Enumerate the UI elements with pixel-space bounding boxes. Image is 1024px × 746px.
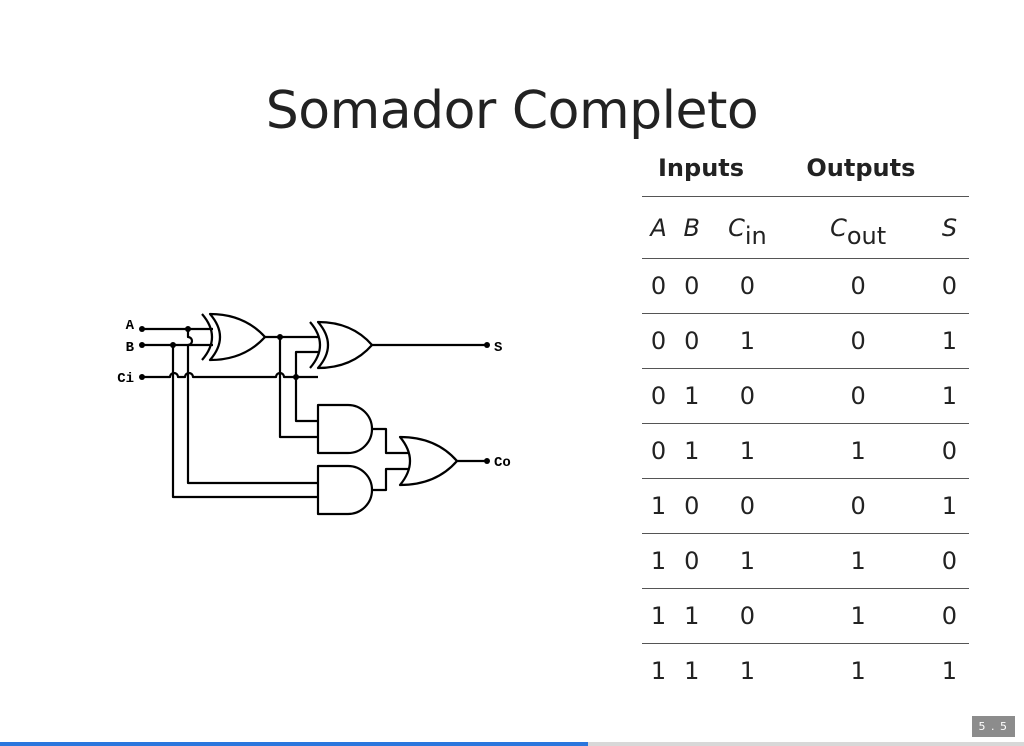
table-cell: 0 <box>850 492 866 520</box>
col-a: A <box>650 213 667 242</box>
table-cell: 1 <box>941 657 958 686</box>
table-cell: 0 <box>684 492 700 520</box>
table-cell: 0 <box>684 272 700 300</box>
table-cell: 1 <box>739 327 756 355</box>
col-cout-sub: out <box>846 221 887 250</box>
or-gate <box>398 435 459 487</box>
table-cell: 0 <box>941 437 958 465</box>
table-cell: 1 <box>739 547 756 575</box>
wire-xor1-branch <box>278 337 318 439</box>
wire-ci-branch <box>294 350 318 377</box>
table-cell: 0 <box>850 327 866 355</box>
table-cell: 0 <box>650 382 667 410</box>
table-cell: 0 <box>739 492 756 520</box>
pin-label-b: B <box>126 340 135 356</box>
table-cell: 0 <box>850 272 866 300</box>
table-cell: 0 <box>650 327 667 355</box>
table-cell: 0 <box>684 327 700 355</box>
table-cell: 1 <box>850 657 866 686</box>
full-adder-circuit: A B Ci S Co <box>117 312 511 516</box>
table-cell: 0 <box>941 547 958 575</box>
table-cell: 0 <box>941 602 958 630</box>
table-cell: 1 <box>941 492 958 520</box>
table-cell: 1 <box>850 547 866 575</box>
pin-label-co: Co <box>494 455 511 471</box>
col-cin: Cin <box>708 197 786 259</box>
slide-title: Somador Completo <box>265 80 759 141</box>
table-cell: 1 <box>684 437 700 465</box>
wire-and1-out <box>372 427 408 455</box>
table-cell: 0 <box>650 272 667 300</box>
wire-b-branch <box>171 345 318 499</box>
wire-ci-and <box>294 377 318 423</box>
group-outputs: Outputs <box>806 154 916 182</box>
col-b: B <box>683 213 700 242</box>
col-cout-main: C <box>830 213 847 242</box>
pin-label-s: S <box>494 340 502 356</box>
xor-gate-2 <box>309 320 374 370</box>
col-s: S <box>941 213 958 242</box>
pin-label-a: A <box>126 318 135 334</box>
table-cell: 1 <box>684 382 700 410</box>
table-cell: 1 <box>650 657 667 686</box>
progress-bar[interactable] <box>0 742 1024 746</box>
table-cell: 1 <box>650 602 667 630</box>
group-inputs: Inputs <box>658 154 745 182</box>
table-cell: 1 <box>650 492 667 520</box>
table-cell: 0 <box>739 602 756 630</box>
col-cin-sub: in <box>744 221 767 250</box>
junction-dots <box>139 326 490 464</box>
truth-table-group-header: Inputs Outputs <box>642 140 969 197</box>
table-cell: 1 <box>684 602 700 630</box>
table-cell: 0 <box>739 272 756 300</box>
and-gate-2 <box>316 464 374 516</box>
col-cin-main: C <box>728 213 745 242</box>
table-cell: 0 <box>684 547 700 575</box>
col-cout: Cout <box>786 197 929 259</box>
pin-label-ci: Ci <box>117 371 134 387</box>
table-cell: 0 <box>650 437 667 465</box>
table-cell: 1 <box>850 602 866 630</box>
progress-bar-fill <box>0 742 588 746</box>
table-cell: 0 <box>739 382 756 410</box>
and-gate-1 <box>316 403 374 455</box>
table-cell: 1 <box>850 437 866 465</box>
wire-ci <box>142 371 318 379</box>
table-cell: 0 <box>941 272 958 300</box>
table-cell: 1 <box>650 547 667 575</box>
table-cell: 1 <box>941 382 958 410</box>
table-cell: 1 <box>739 437 756 465</box>
table-cell: 1 <box>941 327 958 355</box>
xor-gate-1 <box>201 312 267 362</box>
truth-table-column-header: A B Cin Cout S <box>642 197 969 259</box>
table-cell: 1 <box>684 657 700 686</box>
wire-and2-out <box>372 467 408 492</box>
slide-number[interactable]: 5 . 5 <box>971 716 1015 737</box>
table-cell: 1 <box>739 657 756 686</box>
wire-a-branch <box>186 329 318 485</box>
table-cell: 0 <box>850 382 866 410</box>
